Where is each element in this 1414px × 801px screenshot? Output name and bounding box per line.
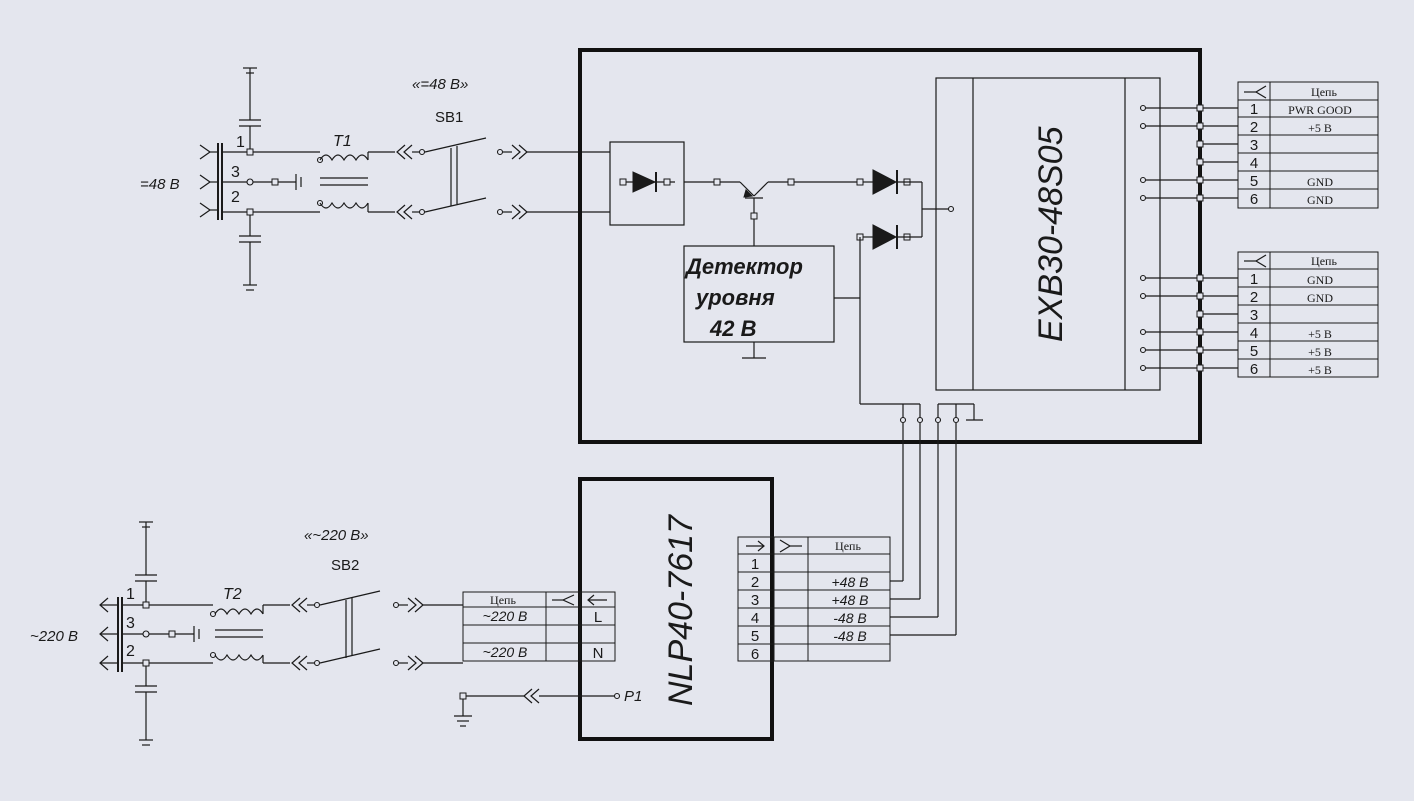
svg-text:-48 В: -48 В <box>833 610 866 626</box>
input-48v-label: =48 В <box>140 176 180 193</box>
table-header: Цепь <box>835 539 861 553</box>
exb-module-label: EXB30-48S05 <box>1032 126 1070 342</box>
pin-label: 1 <box>126 586 135 603</box>
table-pins: 1 2 3 4 5 6 <box>751 556 759 663</box>
exb-pins-top <box>1139 104 1238 202</box>
sb1-label: SB1 <box>435 109 463 126</box>
svg-text:5: 5 <box>1250 343 1258 360</box>
t2-label: T2 <box>223 586 242 603</box>
table-pins: 1 2 3 4 5 6 <box>1250 271 1258 378</box>
input-220v-section: 1 3 2 ~220 В T2 «~220 В» SB2 <box>30 521 580 746</box>
table-nets: +48 В +48 В -48 В -48 В <box>832 574 869 644</box>
svg-text:+5 В: +5 В <box>1308 363 1332 377</box>
svg-text:1: 1 <box>1250 271 1258 288</box>
svg-text:1: 1 <box>1250 101 1258 118</box>
svg-text:+5 В: +5 В <box>1308 327 1332 341</box>
table-header: Цепь <box>1311 85 1337 99</box>
svg-text:2: 2 <box>1250 119 1258 136</box>
svg-text:3: 3 <box>751 592 759 609</box>
nlp-input-table: Цепь ~220 В L ~220 В N <box>462 591 616 662</box>
nlp-output-table: Цепь 1 2 3 4 5 6 +48 В +48 В -48 В -48 В <box>737 423 957 663</box>
svg-text:+48 В: +48 В <box>832 574 869 590</box>
table-nets: PWR GOOD +5 В GND GND <box>1288 103 1352 207</box>
svg-text:6: 6 <box>1250 361 1258 378</box>
svg-text:3: 3 <box>1250 307 1258 324</box>
table-pin: N <box>593 645 604 662</box>
svg-text:5: 5 <box>1250 173 1258 190</box>
svg-text:6: 6 <box>751 646 759 663</box>
svg-text:2: 2 <box>1250 289 1258 306</box>
table-nets: GND GND +5 В +5 В +5 В <box>1307 273 1333 377</box>
output-table-1: Цепь 1 2 3 4 5 6 PWR GOOD +5 В GND GND <box>1237 81 1379 209</box>
svg-text:GND: GND <box>1307 193 1333 207</box>
switch-220v-note: «~220 В» <box>304 527 369 544</box>
input-48v-section: 1 3 2 =48 В T1 «=48 В» SB1 <box>140 67 610 291</box>
table-net: ~220 В <box>483 644 528 660</box>
svg-text:2: 2 <box>751 574 759 591</box>
svg-text:GND: GND <box>1307 175 1333 189</box>
nlp-module-label: NLP40-7617 <box>662 514 700 706</box>
table-header: Цепь <box>1311 254 1337 268</box>
nlp-module: NLP40-7617 P1 <box>578 477 774 741</box>
table-header: Цепь <box>490 593 516 607</box>
svg-text:+5 В: +5 В <box>1308 121 1332 135</box>
svg-text:3: 3 <box>1250 137 1258 154</box>
input-220v-label: ~220 В <box>30 628 78 645</box>
table-net: ~220 В <box>483 608 528 624</box>
svg-text:4: 4 <box>1250 325 1258 342</box>
main-module: Детектор уровня 42 В EXB30-48S05 <box>578 48 1238 444</box>
svg-text:GND: GND <box>1307 291 1333 305</box>
svg-text:GND: GND <box>1307 273 1333 287</box>
svg-text:-48 В: -48 В <box>833 628 866 644</box>
svg-text:1: 1 <box>751 556 759 573</box>
p1-label: P1 <box>624 688 642 705</box>
svg-text:+48 В: +48 В <box>832 592 869 608</box>
pin-label: 3 <box>231 164 240 181</box>
svg-text:6: 6 <box>1250 191 1258 208</box>
t1-label: T1 <box>333 133 352 150</box>
sb2-label: SB2 <box>331 557 359 574</box>
svg-text:4: 4 <box>1250 155 1258 172</box>
detector-label-line3: 42 В <box>709 316 757 341</box>
detector-label-line1: Детектор <box>684 254 803 279</box>
switch-48v-note: «=48 В» <box>412 76 468 93</box>
pin-label: 1 <box>236 134 245 151</box>
output-table-2: Цепь 1 2 3 4 5 6 GND GND +5 В +5 В +5 В <box>1237 251 1379 378</box>
svg-text:4: 4 <box>751 610 759 627</box>
table-pin: L <box>594 609 602 626</box>
exb-pins-bottom <box>1139 274 1238 372</box>
table-pins: 1 2 3 4 5 6 <box>1250 101 1258 208</box>
pin-label: 2 <box>231 189 240 206</box>
svg-text:PWR GOOD: PWR GOOD <box>1288 103 1352 117</box>
svg-text:+5 В: +5 В <box>1308 345 1332 359</box>
pin-label: 2 <box>126 643 135 660</box>
svg-text:5: 5 <box>751 628 759 645</box>
pin-label: 3 <box>126 615 135 632</box>
detector-label-line2: уровня <box>695 285 775 310</box>
